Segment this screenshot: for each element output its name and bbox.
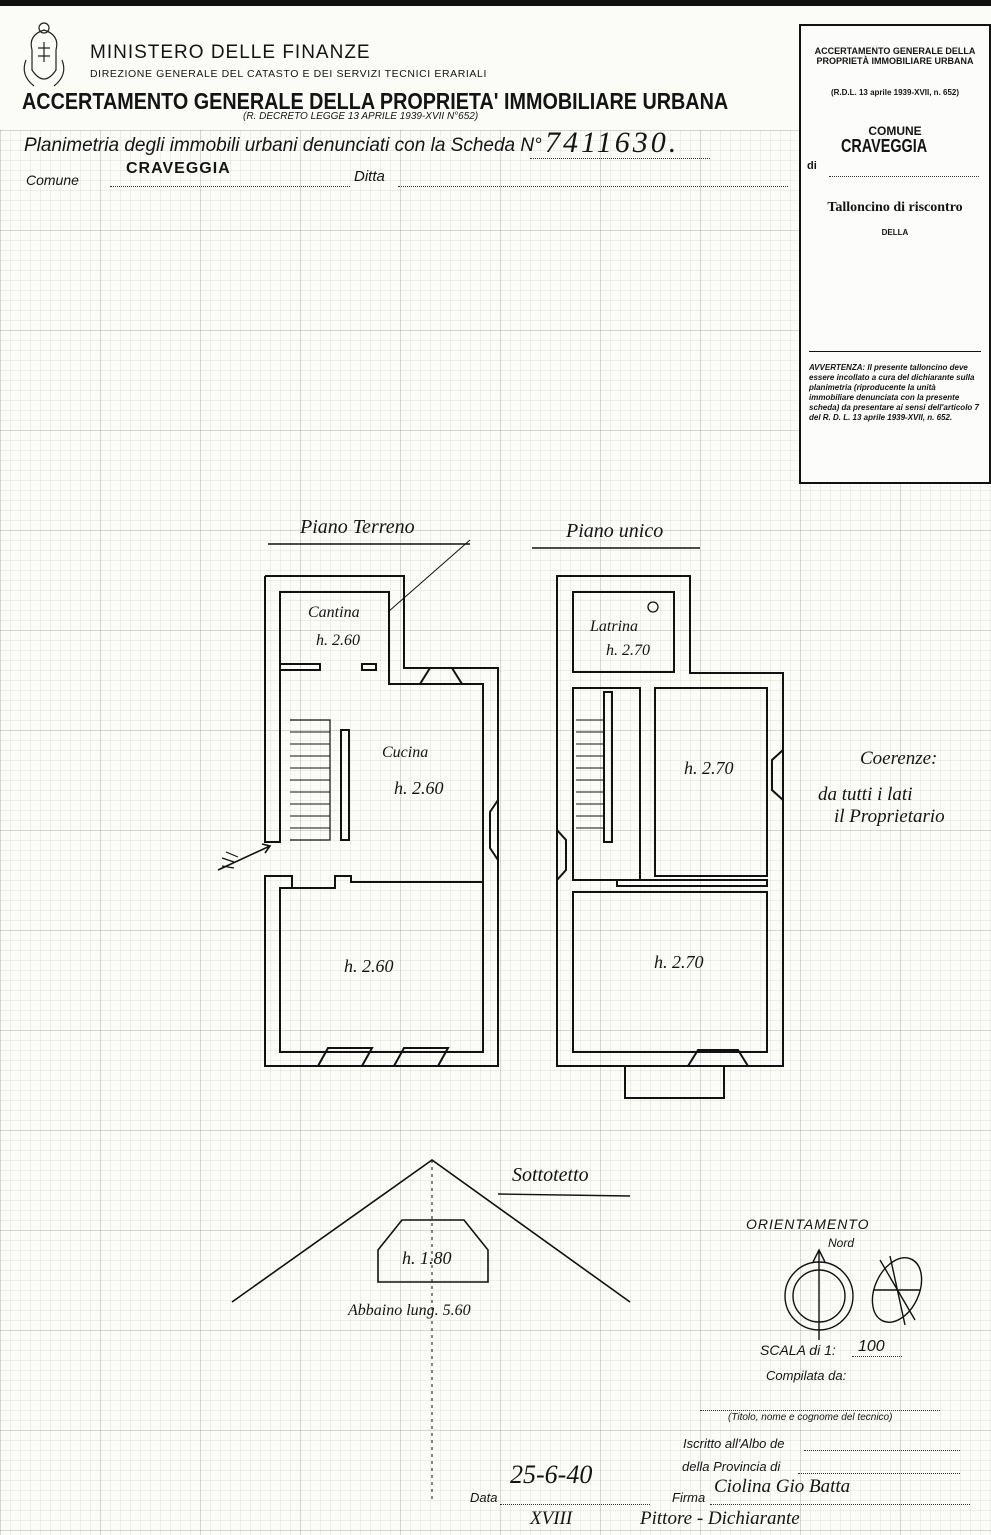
compass-icon (784, 1248, 923, 1340)
ground-floor-plan (217, 539, 499, 1067)
upper-floor-title: Piano unico (566, 520, 664, 542)
latrina-label: Latrina (590, 618, 639, 635)
stub-title: Talloncino di riscontro (827, 200, 963, 215)
coerenze-line1: da tutti i lati (818, 784, 913, 805)
provincia-line (798, 1473, 960, 1474)
attic-height: h. 1.80 (402, 1248, 452, 1268)
ministry-title: MINISTERO DELLE FINANZE (90, 42, 371, 63)
ground-room-height: h. 2.60 (344, 956, 394, 976)
decree-reference: (R. DECRETO LEGGE 13 APRILE 1939-XVII N°… (243, 111, 479, 122)
provincia-label: della Provincia di (682, 1459, 781, 1474)
firma-line (710, 1504, 970, 1505)
latrina-height: h. 2.70 (606, 642, 650, 659)
stub-comune-value: CRAVEGGIA (841, 136, 928, 156)
era-value: XVIII (530, 1508, 573, 1529)
scale-underline (852, 1356, 902, 1357)
title-underlines (268, 543, 700, 1197)
north-label: Nord (828, 1236, 855, 1250)
upper-room1-height: h. 2.70 (684, 758, 734, 778)
stub-comune-underline (829, 176, 979, 177)
comune-underline (110, 186, 350, 187)
stub-heading: ACCERTAMENTO GENERALE DELLA PROPRIETÀ IM… (814, 46, 976, 66)
top-border (0, 0, 991, 6)
directorate-title: DIREZIONE GENERALE DEL CATASTO E DEI SER… (90, 68, 487, 80)
attic-section (231, 1159, 631, 1500)
orientation-label: ORIENTAMENTO (746, 1216, 870, 1232)
iscritto-label: Iscritto all'Albo de (683, 1436, 785, 1451)
comune-value: CRAVEGGIA (126, 160, 231, 177)
coerenze-line2: il Proprietario (834, 806, 945, 827)
iscritto-line (804, 1450, 960, 1451)
firma-value: Ciolina Gio Batta (714, 1476, 851, 1497)
comune-label: Comune (26, 172, 79, 188)
scale-label: SCALA di 1: (760, 1342, 836, 1358)
abbaino-label: Abbaino lung. 5.60 (348, 1302, 471, 1319)
state-emblem-icon (23, 22, 65, 87)
scale-value: 100 (858, 1338, 885, 1355)
riscontro-stub: ACCERTAMENTO GENERALE DELLA PROPRIETÀ IM… (799, 24, 991, 484)
data-line (500, 1504, 650, 1505)
planimetria-label: Planimetria degli immobili urbani denunc… (24, 135, 542, 156)
cucina-height: h. 2.60 (394, 778, 444, 798)
data-label: Data (470, 1490, 498, 1505)
stub-comune-label: COMUNE (868, 124, 922, 138)
upper-room2-height: h. 2.70 (654, 952, 704, 972)
firma-value-2: Pittore - Dichiarante (640, 1508, 800, 1529)
upper-floor-plan (556, 575, 784, 1099)
stub-rdl: (R.D.L. 13 aprile 1939-XVII, n. 652) (830, 88, 960, 97)
stub-di-label: di (807, 160, 817, 172)
data-value: 25-6-40 (510, 1460, 593, 1489)
ditta-label: Ditta (354, 168, 385, 185)
cantina-label: Cantina (308, 604, 360, 621)
firma-label: Firma (672, 1490, 706, 1505)
stub-della: DELLA (881, 228, 909, 237)
tecnico-line (700, 1410, 940, 1411)
attic-title: Sottotetto (512, 1164, 589, 1186)
cucina-label: Cucina (382, 744, 429, 761)
stub-avvertenza: AVVERTENZA: Il presente talloncino deve … (809, 363, 979, 422)
main-title: ACCERTAMENTO GENERALE DELLA PROPRIETA' I… (22, 88, 729, 114)
scheda-number: 7411630. (545, 126, 680, 159)
ditta-underline (398, 186, 788, 187)
coerenze-title: Coerenze: (860, 748, 938, 769)
titolo-caption: (Titolo, nome e cognome del tecnico) (728, 1412, 893, 1423)
compilata-label: Compilata da: (766, 1368, 847, 1383)
scheda-underline (530, 158, 710, 159)
stub-separator (809, 351, 981, 352)
ground-floor-title: Piano Terreno (300, 516, 415, 538)
cantina-height: h. 2.60 (316, 632, 360, 649)
